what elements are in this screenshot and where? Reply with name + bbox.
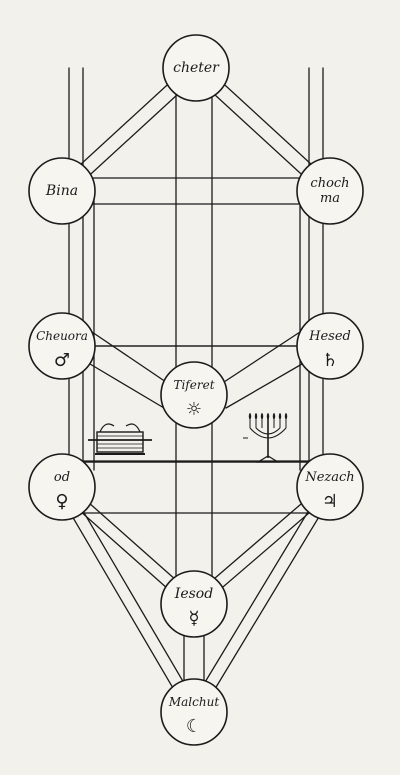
sefira-circle [28, 312, 96, 380]
sefira-label: Tiferet [173, 378, 214, 392]
sefira-label: Nezach [304, 470, 354, 485]
sefira-label: cheter [173, 60, 220, 76]
sefira-label: Bina [45, 183, 78, 199]
sefira-circle [296, 453, 364, 521]
sefira-yesod: Iesod ☿ [160, 570, 228, 638]
venus-symbol: ♀ [55, 491, 68, 512]
sefira-circle [160, 570, 228, 638]
sefira-label: choch [310, 176, 349, 191]
sefira-label: od [54, 470, 70, 485]
hod-malchut-channel [66, 483, 200, 710]
chesed-tiferet-line [225, 363, 303, 409]
saturn-symbol: ♄ [322, 350, 338, 371]
sefira-label: ma [320, 191, 340, 206]
hod-malchut-channel [56, 489, 190, 716]
chesed-tiferet-line [223, 331, 301, 383]
sefira-hod: od ♀ [28, 453, 96, 521]
sefira-chesed: Hesed ♄ [296, 312, 364, 380]
gevurah-tiferet-line [89, 363, 165, 409]
sefira-gevurah: Cheuora ♂ [28, 312, 96, 380]
moon-symbol: ☾ [186, 716, 202, 737]
sefira-circle [28, 157, 96, 225]
sefira-label: Malchut [168, 695, 219, 709]
sefira-label: Hesed [308, 329, 351, 344]
gevurah-tiferet-line [91, 331, 167, 383]
sefira-circle [296, 157, 364, 225]
decorations [88, 412, 288, 463]
ark-of-covenant-icon [88, 423, 152, 455]
sefira-circle [162, 34, 230, 102]
jupiter-symbol: ♃ [322, 491, 338, 512]
sefira-circle [160, 361, 228, 429]
sefira-circle [296, 312, 364, 380]
sefira-circle [160, 678, 228, 746]
sefira-label: Iesod [174, 586, 213, 602]
sefira-malchut: Malchut ☾ [160, 678, 228, 746]
sefira-circle [28, 453, 96, 521]
menorah-icon [243, 412, 288, 463]
sefira-bina: Bina [28, 157, 96, 225]
mars-symbol: ♂ [54, 350, 70, 371]
sefira-label: Cheuora [36, 329, 88, 343]
mercury-symbol: ☿ [188, 608, 199, 629]
sefira-nezach: Nezach ♃ [296, 453, 364, 521]
sefira-tiferet: Tiferet ☼ [160, 361, 228, 429]
sefira-cheter: cheter [162, 34, 230, 102]
nezach-malchut-channel [198, 489, 336, 716]
nezach-malchut-channel [188, 483, 326, 710]
sun-face-symbol: ☼ [186, 399, 202, 420]
